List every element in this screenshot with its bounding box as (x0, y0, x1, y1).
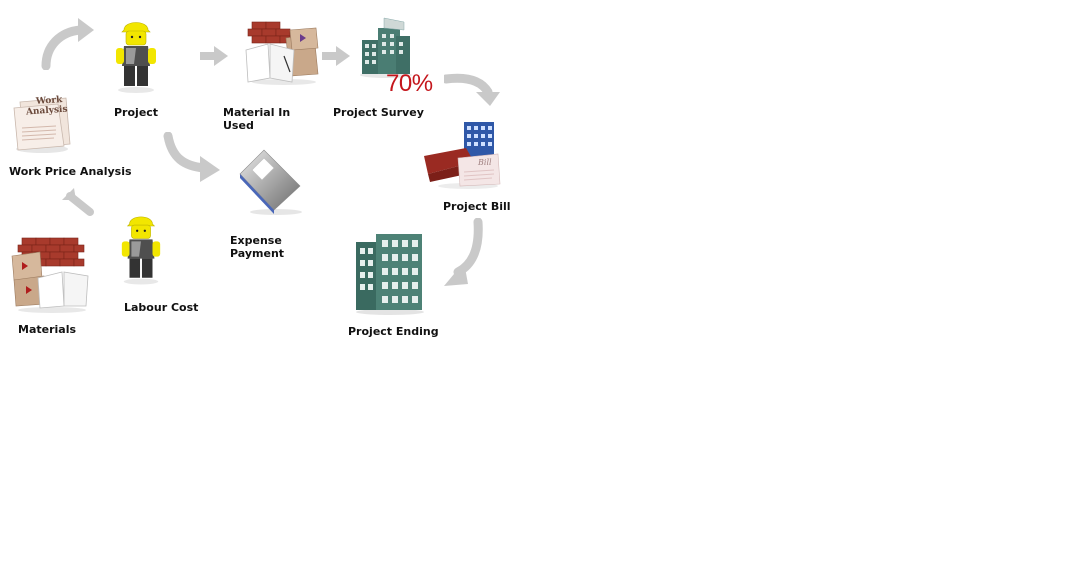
folder-icon (424, 122, 501, 189)
flow-arrow-material-to-survey (322, 46, 350, 66)
survey-progress-percent: 70% (386, 70, 433, 97)
flow-arrow-survey-to-bill (444, 73, 500, 106)
book-icon (239, 149, 302, 215)
brick-stack-icon (245, 21, 319, 85)
label-project-bill: Project Bill (443, 200, 511, 213)
label-work-price-analysis: Work Price Analysis (9, 165, 132, 178)
flow-arrow-project-to-material (200, 46, 228, 66)
label-project: Project (114, 106, 159, 119)
worker-figure-icon (121, 216, 161, 285)
flow-arrow-project-to-expense (163, 132, 220, 182)
flow-arrow-materials-to-analysis (62, 188, 94, 216)
document-icon (13, 97, 71, 153)
label-project-ending: Project Ending (348, 325, 439, 338)
label-material-in-used-2: Used (223, 119, 254, 132)
label-project-survey: Project Survey (333, 106, 424, 119)
label-labour-cost: Labour Cost (124, 301, 199, 314)
bill-doc-text: Bill (478, 158, 492, 167)
label-material-in-used-1: Material In (223, 106, 291, 119)
brick-stack-icon (11, 237, 89, 313)
label-materials: Materials (18, 323, 77, 336)
flow-arrow-bill-to-ending (444, 218, 483, 286)
building-icon (356, 234, 424, 315)
worker-figure-icon (116, 22, 156, 93)
flow-arrow-analysis-to-project (41, 18, 94, 70)
building-icon (360, 17, 412, 78)
label-expense-payment-1: Expense (230, 234, 282, 247)
label-expense-payment-2: Payment (230, 247, 285, 260)
